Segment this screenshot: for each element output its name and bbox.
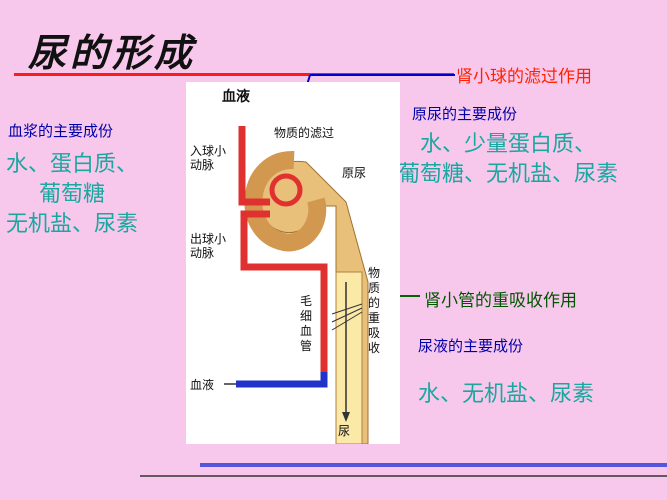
tubule-reabsorption-caption: 肾小管的重吸收作用 [424,291,577,311]
nephron-drawing [224,126,369,444]
urine-components: 水、无机盐、尿素 [418,382,595,407]
primary-urine-line-1: 水、少量蛋白质、 [420,132,597,157]
urine-label: 尿 [338,424,351,438]
efferent-label: 出球小动脉 [190,232,227,260]
slide-title: 尿的形成 [28,30,197,75]
efferent-and-capillary [240,210,328,382]
filtration-label: 物质的滤过 [274,126,335,140]
plasma-heading: 血浆的主要成份 [8,122,114,140]
capillary-label: 毛细血管 [300,294,313,353]
glomerulus-filtration-caption: 肾小球的滤过作用 [456,67,592,87]
primary-urine-line-2: 葡萄糖、无机盐、尿素 [398,162,619,187]
venous-return [236,372,328,388]
title-underline [14,73,454,76]
plasma-line-1: 水、蛋白质、 [6,152,139,177]
blood-in-label: 血液 [222,89,250,105]
collecting-duct [335,271,363,444]
glomerulus [269,173,303,207]
bowman-capsule [244,151,327,252]
reabsorption-arrows [331,303,363,331]
blood-out-label: 血液 [190,378,215,392]
afferent-arteriole [238,126,270,206]
primary-urine-components: 水、少量蛋白质、 葡萄糖、无机盐、尿素 [398,130,618,190]
reabsorption-label: 物质的重吸收 [368,266,381,355]
primary-urine-heading: 原尿的主要成份 [412,105,518,123]
afferent-label: 入球小动脉 [190,144,227,172]
primary-urine-label: 原尿 [342,166,367,180]
nephron-diagram: 血液 物质的滤过 入球小动脉 出球小动脉 原尿 毛细血管 物质的重吸收 血液 尿 [186,82,400,444]
urine-heading: 尿液的主要成份 [418,337,524,355]
plasma-line-2: 葡萄糖 [39,182,106,207]
plasma-components: 水、蛋白质、 葡萄糖 无机盐、尿素 [6,150,138,240]
plasma-line-3: 无机盐、尿素 [6,212,139,237]
